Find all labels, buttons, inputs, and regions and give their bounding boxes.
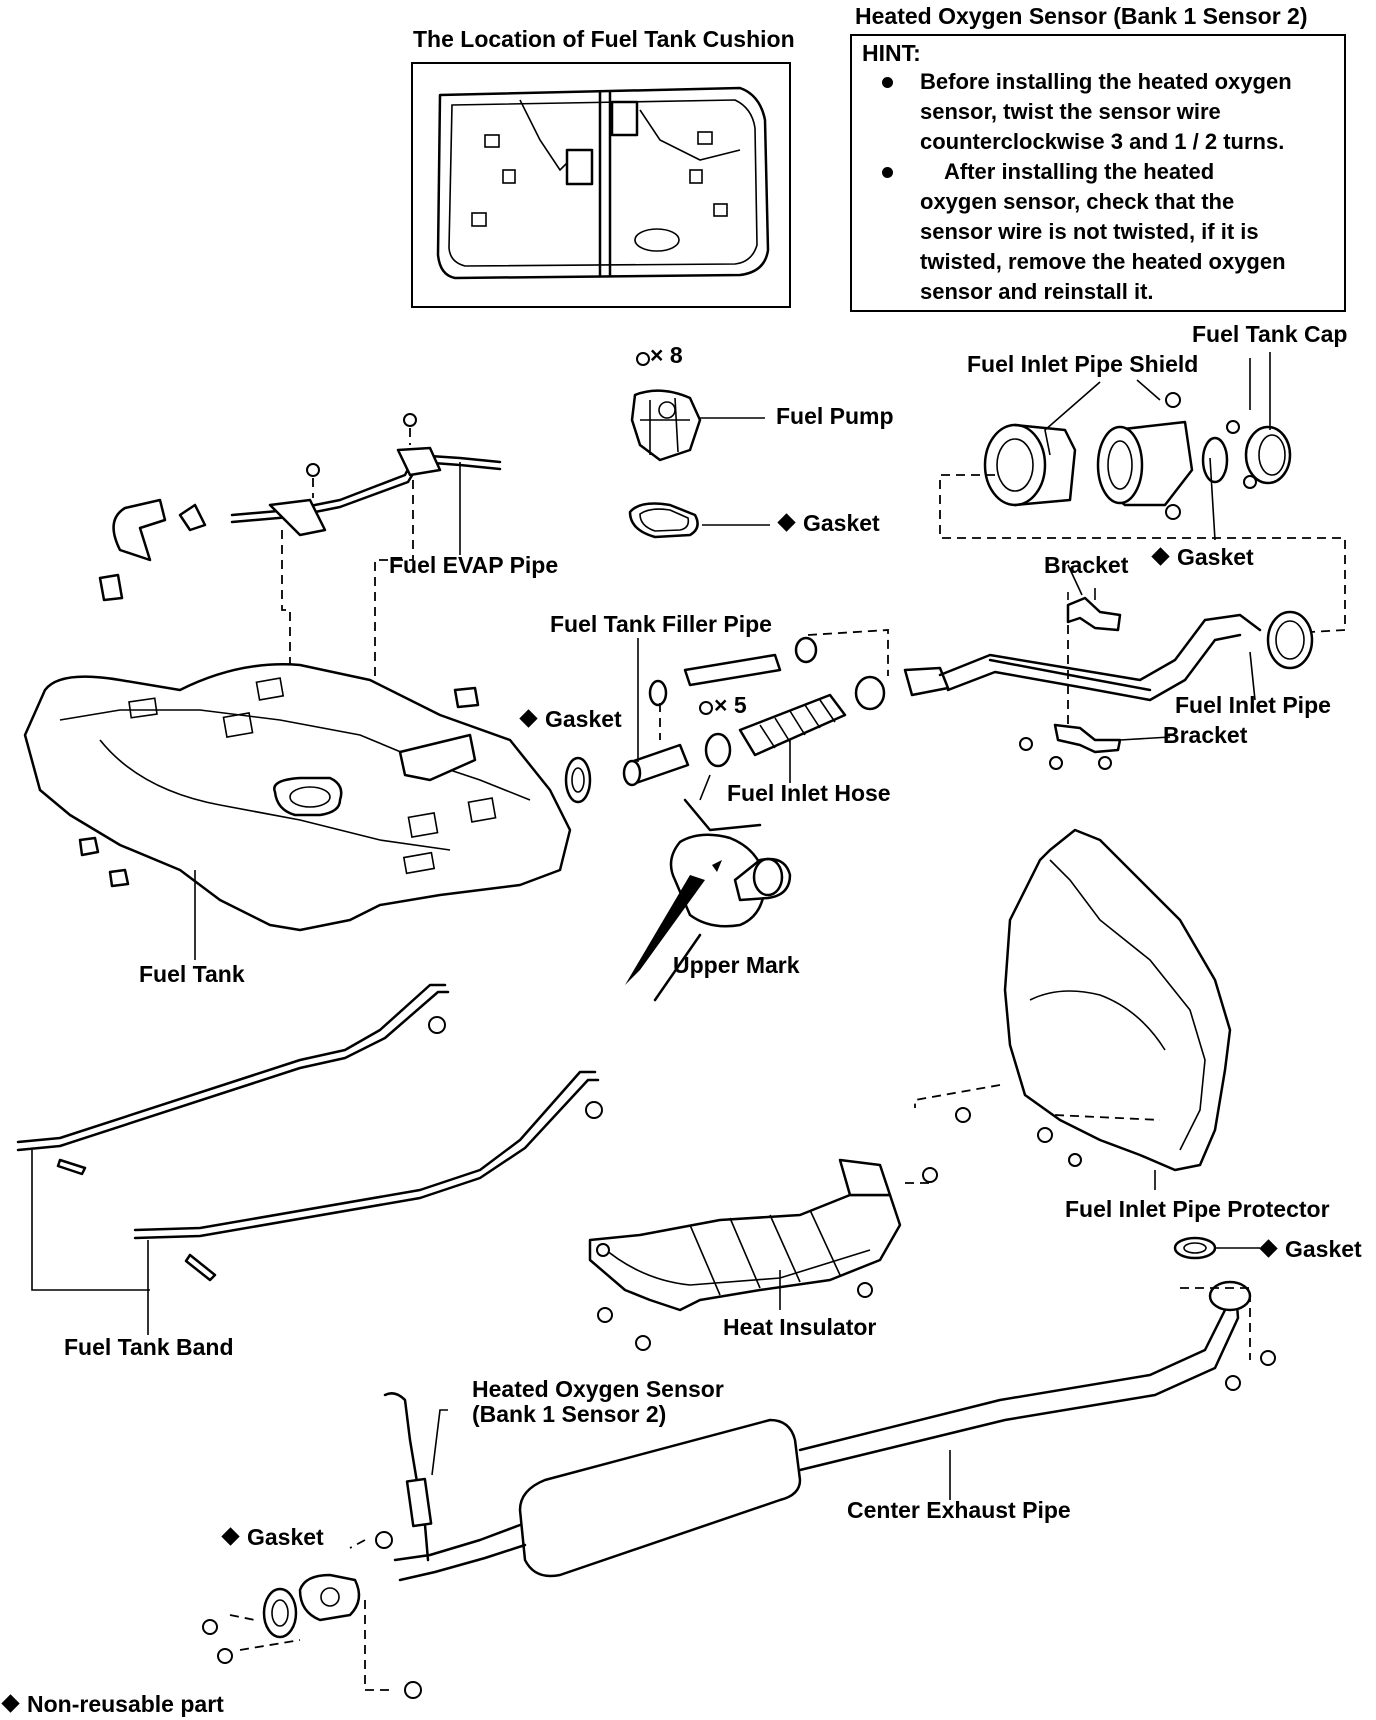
label-bracket-upper: Bracket <box>1044 552 1129 578</box>
label-fuel-tank: Fuel Tank <box>139 961 245 987</box>
hint-heading: Heated Oxygen Sensor (Bank 1 Sensor 2) <box>855 3 1308 29</box>
gasket-text: Gasket <box>1285 1236 1362 1262</box>
label-upper-mark: Upper Mark <box>673 952 800 978</box>
legend-text: Non-reusable part <box>27 1691 224 1717</box>
label-fuel-inlet-pipe: Fuel Inlet Pipe <box>1175 692 1331 718</box>
hint-item: Before installing the heated oxygen sens… <box>862 67 1295 157</box>
bolt-count-8: × 8 <box>650 342 683 368</box>
non-reusable-diamond-icon <box>1259 1239 1278 1258</box>
label-heat-insulator: Heat Insulator <box>723 1314 877 1340</box>
gasket-text: Gasket <box>803 510 880 536</box>
label-center-exhaust-pipe: Center Exhaust Pipe <box>847 1497 1071 1523</box>
heated-oxygen-sensor <box>383 1392 448 1562</box>
brackets <box>1019 588 1171 770</box>
gasket-text: Gasket <box>247 1524 324 1550</box>
bullet-icon <box>882 77 893 88</box>
bolt-count-5: × 5 <box>714 692 747 718</box>
exhaust-gasket-right <box>1173 1236 1260 1260</box>
label-fuel-tank-filler-pipe: Fuel Tank Filler Pipe <box>550 611 772 637</box>
hint-text: After installing the heated oxygen senso… <box>920 159 1286 304</box>
fuel-pump <box>630 352 765 462</box>
center-exhaust-pipe <box>202 1280 1276 1699</box>
non-reusable-diamond-icon <box>221 1527 240 1546</box>
label-fuel-inlet-hose: Fuel Inlet Hose <box>727 780 891 806</box>
non-reusable-diamond-icon <box>777 513 796 532</box>
heat-insulator <box>588 1158 938 1351</box>
label-fuel-tank-cap: Fuel Tank Cap <box>1192 321 1348 347</box>
hint-item: After installing the heated oxygen senso… <box>862 157 1295 307</box>
fuel-tank-bands <box>16 983 603 1335</box>
label-fuel-tank-band: Fuel Tank Band <box>64 1334 234 1360</box>
fuel-inlet-hose <box>704 693 847 783</box>
upper-mark-detail <box>625 798 792 1002</box>
leader-lines <box>1067 358 1251 600</box>
cushion-location-box <box>411 62 791 308</box>
non-reusable-diamond-icon <box>519 709 538 728</box>
label-fuel-pump: Fuel Pump <box>776 403 894 429</box>
cushion-location-title: The Location of Fuel Tank Cushion <box>413 26 795 52</box>
gasket-text: Gasket <box>1177 544 1254 570</box>
label-shield-gasket: Gasket <box>1150 544 1254 570</box>
filler-gasket <box>564 756 592 804</box>
pump-gasket <box>628 502 770 539</box>
label-heated-oxygen-sensor-1: Heated Oxygen Sensor <box>472 1376 724 1402</box>
fuel-tank-filler-pipe <box>622 629 889 801</box>
fuel-inlet-pipe-protector <box>914 828 1232 1190</box>
non-reusable-diamond-icon <box>1 1694 20 1713</box>
hint-box: HINT: Before installing the heated oxyge… <box>850 34 1346 312</box>
label-fuel-inlet-pipe-shield: Fuel Inlet Pipe Shield <box>967 351 1199 377</box>
gasket-text: Gasket <box>545 706 622 732</box>
label-fuel-evap-pipe: Fuel EVAP Pipe <box>389 552 559 578</box>
label-bracket-lower: Bracket <box>1163 722 1248 748</box>
non-reusable-diamond-icon <box>1151 547 1170 566</box>
hint-title: HINT: <box>862 40 921 66</box>
label-exhaust-gasket-left: Gasket <box>220 1524 324 1550</box>
fuel-inlet-pipe-shield <box>939 352 1346 633</box>
label-heated-oxygen-sensor-2: (Bank 1 Sensor 2) <box>472 1401 667 1427</box>
fuel-tank-cushion-inset <box>436 86 770 280</box>
label-fuel-inlet-pipe-protector: Fuel Inlet Pipe Protector <box>1065 1196 1330 1222</box>
fuel-evap-pipe <box>98 413 502 790</box>
bullet-icon <box>882 167 893 178</box>
legend-non-reusable: Non-reusable part <box>0 1691 224 1717</box>
label-pump-gasket: Gasket <box>776 510 880 536</box>
label-filler-gasket: Gasket <box>518 706 622 732</box>
fuel-inlet-pipe <box>903 610 1314 702</box>
label-exhaust-gasket-right: Gasket <box>1258 1236 1362 1262</box>
hint-text: Before installing the heated oxygen sens… <box>920 69 1292 154</box>
fuel-tank <box>23 663 572 960</box>
